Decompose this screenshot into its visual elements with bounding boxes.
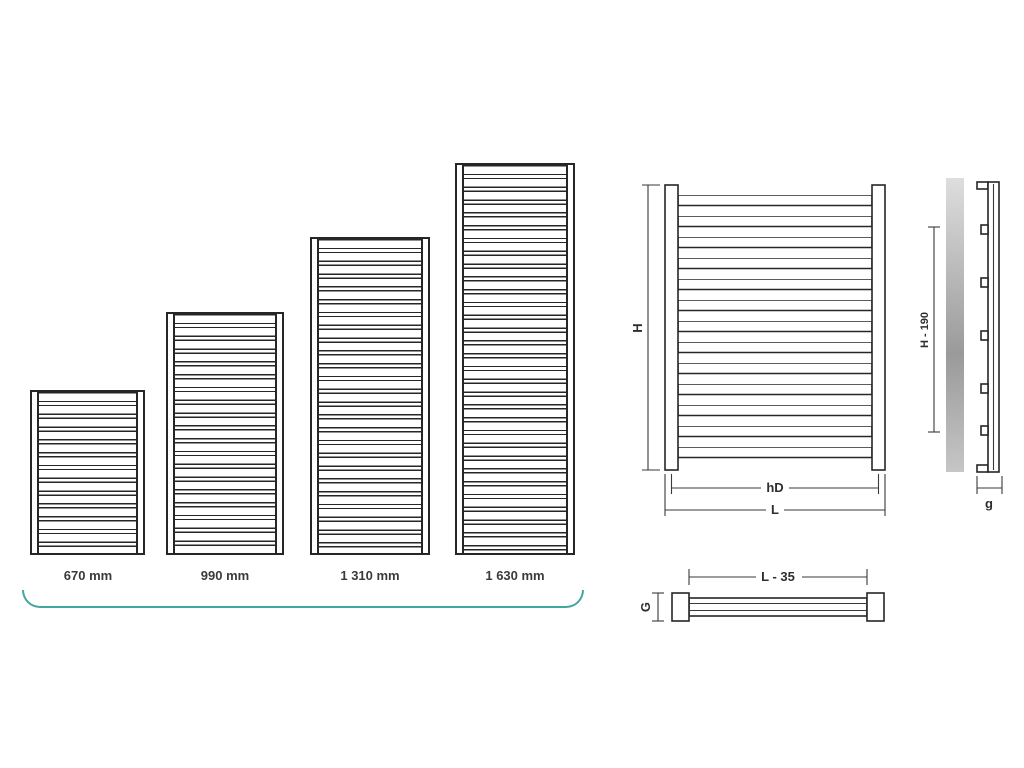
side-profile — [976, 181, 1000, 473]
dimension-hD: hD — [670, 474, 880, 495]
wall-bracket — [980, 277, 989, 288]
radiator-1310 — [310, 237, 430, 555]
dimension-H-190-label: H - 190 — [919, 312, 931, 348]
radiator-1630 — [455, 163, 575, 555]
size-label-1630: 1 630 mm — [485, 568, 545, 583]
dimension-L-35-label: L - 35 — [761, 569, 795, 584]
front-collector-right — [871, 184, 886, 471]
dimension-H-label: H — [630, 323, 645, 332]
radiator-rail-left — [166, 312, 175, 555]
dimension-g-label: g — [985, 496, 993, 511]
lineup-underline-bracket — [22, 590, 584, 608]
dimension-L-35: L - 35 — [688, 568, 868, 585]
dimension-H-190: H - 190 — [919, 226, 940, 433]
wall-bracket — [980, 425, 989, 436]
top-endblock-left — [671, 592, 690, 622]
radiator-rail-left — [310, 237, 319, 555]
top-bar-assembly — [671, 592, 885, 622]
radiator-rail-right — [136, 390, 145, 555]
side-cap-top — [976, 181, 989, 190]
size-label-990: 990 mm — [200, 568, 250, 583]
size-label-1310: 1 310 mm — [340, 568, 400, 583]
top-view-diagram: L - 35 G — [638, 568, 885, 622]
dimension-H: H — [630, 184, 660, 471]
radiator-rail-left — [455, 163, 464, 555]
dimension-G: G — [638, 592, 664, 622]
dimension-L: L — [664, 474, 886, 517]
wall-bracket — [980, 383, 989, 394]
top-tube — [688, 597, 868, 617]
side-view-diagram: H - 190 g — [919, 178, 1003, 511]
wall-surface — [946, 178, 964, 472]
radiator-990 — [166, 312, 284, 555]
wall-bracket — [980, 330, 989, 341]
top-endblock-right — [866, 592, 885, 622]
radiator-rail-left — [30, 390, 39, 555]
radiator-670 — [30, 390, 145, 555]
front-view-diagram: H hD L — [630, 184, 886, 517]
radiator-rail-right — [421, 237, 430, 555]
dimension-L-label: L — [771, 502, 779, 517]
dimension-G-label: G — [638, 602, 653, 612]
front-collector-left — [664, 184, 679, 471]
wall-bracket — [980, 224, 989, 235]
dimension-hD-label: hD — [766, 480, 783, 495]
radiator-rail-right — [566, 163, 575, 555]
radiator-rail-right — [275, 312, 284, 555]
dimension-g: g — [976, 476, 1003, 511]
side-cap-bottom — [976, 464, 989, 473]
front-tubes — [678, 195, 872, 460]
size-label-670: 670 mm — [63, 568, 113, 583]
